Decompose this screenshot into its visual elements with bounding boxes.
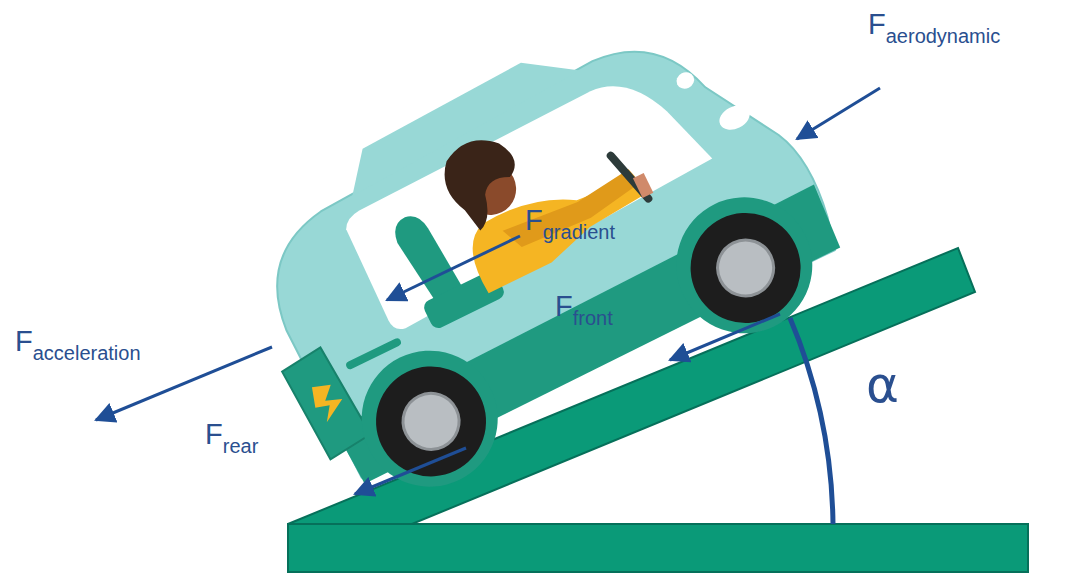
front-wheel-force-arrow xyxy=(670,314,780,360)
ground-base xyxy=(288,524,1028,572)
gradient-force-arrow xyxy=(387,236,520,300)
rear-wheel-force-arrow xyxy=(355,448,466,494)
force-label: Facceleration xyxy=(15,327,141,363)
force-label: Frear xyxy=(205,420,258,456)
aerodynamic-force-arrow xyxy=(797,88,880,139)
force-label: Fgradient xyxy=(525,206,615,242)
angle-label: α xyxy=(866,360,899,410)
force-label: Faerodynamic xyxy=(868,10,1000,46)
force-label: Ffront xyxy=(555,292,613,328)
car xyxy=(206,0,863,529)
angle-arc xyxy=(790,318,833,524)
